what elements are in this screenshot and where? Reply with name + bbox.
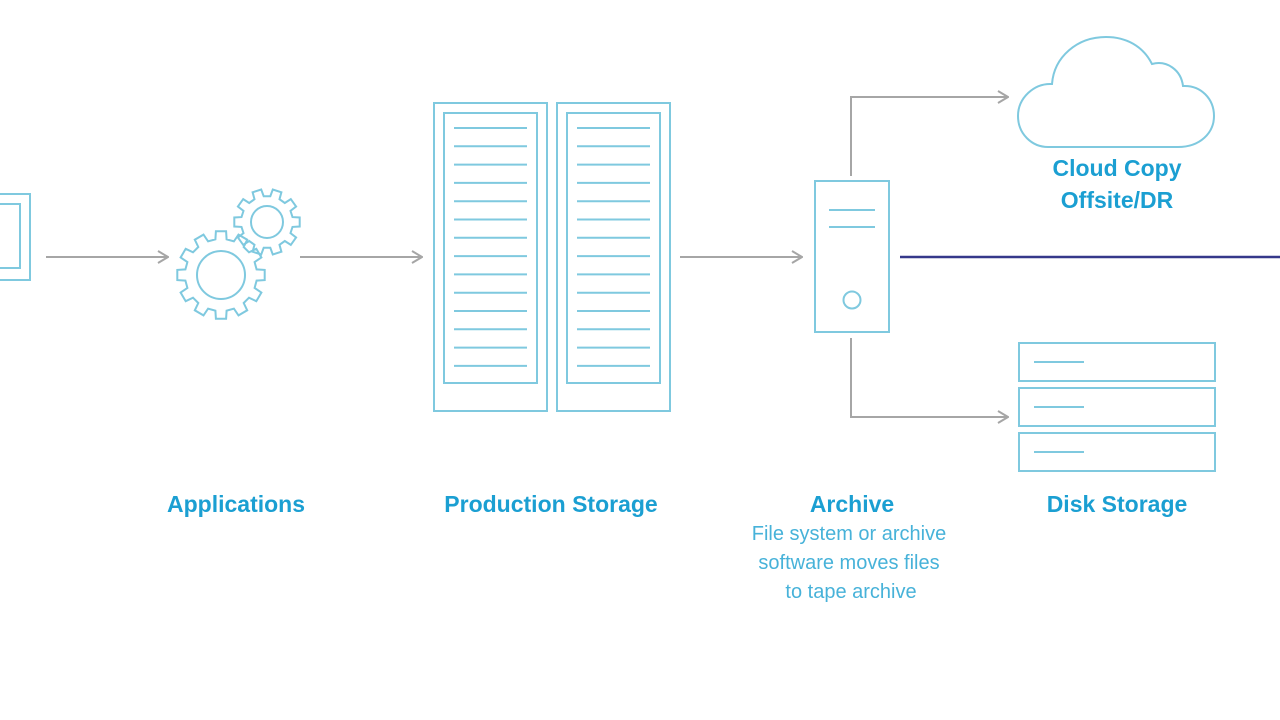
cloud-copy-label-line2: Offsite/DR — [1060, 187, 1174, 213]
archive-description-line2: software moves files — [758, 552, 940, 574]
production-storage-label: Production Storage — [444, 491, 658, 517]
disk-stack-icon — [1018, 342, 1216, 472]
server-tower-icon — [814, 180, 890, 333]
cloud-icon — [1016, 35, 1216, 148]
archive-description-line1: File system or archive — [751, 523, 947, 545]
disk-storage-label: Disk Storage — [1046, 491, 1188, 517]
archive-label: Archive — [809, 491, 895, 517]
applications-label: Applications — [166, 491, 306, 517]
cloud-copy-label-line1: Cloud Copy — [1052, 155, 1182, 181]
arrow-archive-to-cloud — [850, 97, 1008, 176]
storage-rack-icon — [433, 102, 671, 412]
gears-icon — [176, 188, 301, 320]
arrow-archive-to-disk-storage — [850, 338, 1008, 417]
monitor-icon — [0, 193, 31, 281]
archive-description-line3: to tape archive — [785, 581, 917, 603]
